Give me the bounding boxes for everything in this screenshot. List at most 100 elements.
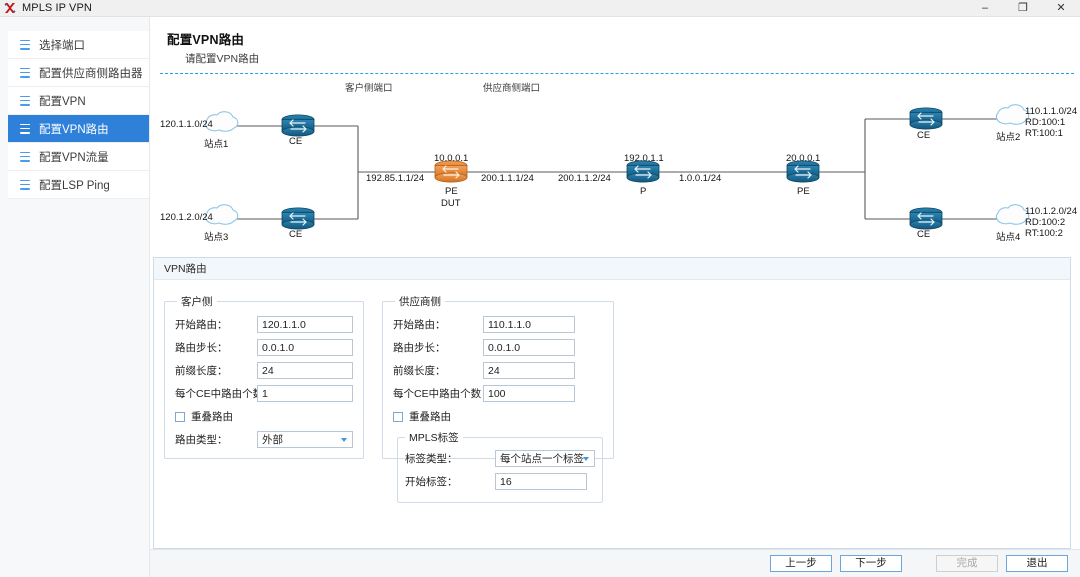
- vpn-panel-title: VPN路由: [154, 258, 1070, 280]
- provider-overlap-route-label: 重叠路由: [409, 411, 451, 423]
- cloud-site1: [204, 111, 239, 132]
- router-ce-left-top: [281, 114, 315, 137]
- minimize-button[interactable]: –: [981, 2, 989, 14]
- list-icon: [20, 151, 30, 162]
- sidebar-item-label: 配置VPN流量: [39, 151, 109, 164]
- start-label-row: 开始标签：: [405, 472, 595, 491]
- header-divider: [160, 73, 1074, 74]
- list-icon: [20, 179, 30, 190]
- router-ce-left-bottom: [281, 207, 315, 230]
- provider-port-label: 供应商侧端口: [483, 83, 541, 94]
- sidebar: 选择端口 配置供应商侧路由器 配置VPN 配置VPN路由 配置VPN流量 配置L…: [0, 17, 150, 577]
- provider-route-step-label: 路由步长：: [393, 342, 446, 354]
- label-type-value: 每个站点一个标签: [500, 453, 584, 465]
- provider-start-route-input[interactable]: [483, 316, 575, 333]
- p-label: P: [640, 186, 647, 197]
- pe-right-ip-label: 20.0.0.1: [786, 153, 821, 164]
- provider-start-route-row: 开始路由：: [393, 315, 603, 334]
- provider-prefix-length-input[interactable]: [483, 362, 575, 379]
- site2-name-label: 站点2: [996, 132, 1021, 143]
- content-area: 配置VPN路由 请配置VPN路由: [150, 17, 1080, 577]
- customer-side-legend: 客户侧: [181, 296, 213, 308]
- sidebar-item-config-vpn[interactable]: 配置VPN: [8, 87, 149, 115]
- customer-routes-per-ce-input[interactable]: [257, 385, 353, 402]
- label-type-select[interactable]: 每个站点一个标签: [495, 450, 595, 467]
- topology-svg: [204, 104, 1030, 230]
- pe-dut-sublabel: DUT: [441, 198, 461, 209]
- chevron-down-icon: [583, 456, 589, 461]
- next-step-button[interactable]: 下一步: [840, 555, 902, 572]
- sidebar-item-label: 选择端口: [39, 39, 85, 52]
- customer-prefix-length-label: 前缀长度：: [175, 365, 228, 377]
- provider-routes-per-ce-input[interactable]: [483, 385, 575, 402]
- app-logo-icon: [3, 1, 17, 15]
- label-type-label: 标签类型：: [405, 453, 458, 465]
- customer-route-type-value: 外部: [262, 434, 283, 446]
- provider-routes-per-ce-label: 每个CE中路由个数：: [393, 388, 492, 400]
- provider-start-route-label: 开始路由：: [393, 319, 446, 331]
- customer-start-route-input[interactable]: [257, 316, 353, 333]
- link-pe-to-p-right-label: 200.1.1.2/24: [558, 173, 611, 184]
- pe-dut-label: PE: [445, 186, 458, 197]
- pe-right-label: PE: [797, 186, 810, 197]
- window-controls: – ❐ ✕: [966, 0, 1080, 17]
- list-icon: [20, 95, 30, 106]
- sidebar-item-config-lsp-ping[interactable]: 配置LSP Ping: [8, 171, 149, 199]
- site3-subnet-label: 120.1.2.0/24: [160, 212, 213, 223]
- page-subtitle: 请配置VPN路由: [185, 53, 260, 65]
- customer-route-step-label: 路由步长：: [175, 342, 228, 354]
- site1-subnet-label: 120.1.1.0/24: [160, 119, 213, 130]
- customer-overlap-route-checkbox-row[interactable]: 重叠路由: [175, 407, 353, 426]
- previous-step-button[interactable]: 上一步: [770, 555, 832, 572]
- checkbox-icon[interactable]: [175, 411, 185, 422]
- ce-left-top-label: CE: [289, 136, 303, 147]
- exit-button[interactable]: 退出: [1006, 555, 1068, 572]
- site1-name-label: 站点1: [204, 139, 229, 150]
- cloud-site3: [204, 204, 239, 225]
- provider-side-group: 供应商侧 开始路由： 路由步长： 前缀长度： 每个CE中路由个数：: [382, 294, 614, 503]
- page-title: 配置VPN路由: [167, 33, 245, 47]
- ce-right-bottom-label: CE: [917, 229, 931, 240]
- app-body: 选择端口 配置供应商侧路由器 配置VPN 配置VPN路由 配置VPN流量 配置L…: [0, 17, 1080, 577]
- checkbox-icon[interactable]: [393, 411, 403, 422]
- customer-side-group: 客户侧 开始路由： 路由步长： 前缀长度： 每个CE中路由个数：: [164, 294, 364, 459]
- site4-rd-label: RD:100:2: [1025, 217, 1066, 228]
- sidebar-item-config-vpn-traffic[interactable]: 配置VPN流量: [8, 143, 149, 171]
- sidebar-item-config-vpn-route[interactable]: 配置VPN路由: [8, 115, 149, 143]
- customer-prefix-length-input[interactable]: [257, 362, 353, 379]
- customer-route-step-input[interactable]: [257, 339, 353, 356]
- mpls-label-legend: MPLS标签: [409, 432, 459, 444]
- provider-route-step-input[interactable]: [483, 339, 575, 356]
- customer-start-route-row: 开始路由：: [175, 315, 353, 334]
- label-type-row: 标签类型： 每个站点一个标签: [405, 449, 595, 468]
- list-icon: [20, 67, 30, 78]
- site2-rd-label: RD:100:1: [1025, 117, 1066, 128]
- start-label-input[interactable]: [495, 473, 587, 490]
- ce-right-top-label: CE: [917, 130, 931, 141]
- router-ce-right-top: [909, 107, 943, 130]
- site3-name-label: 站点3: [204, 232, 229, 243]
- provider-prefix-length-row: 前缀长度：: [393, 361, 603, 380]
- customer-port-label: 客户侧端口: [345, 83, 393, 94]
- title-bar: MPLS IP VPN – ❐ ✕: [0, 0, 1080, 17]
- sidebar-item-config-provider-router[interactable]: 配置供应商侧路由器: [8, 59, 149, 87]
- list-icon: [20, 123, 30, 134]
- ce-left-bottom-label: CE: [289, 229, 303, 240]
- link-pe-to-p-left-label: 200.1.1.1/24: [481, 173, 534, 184]
- maximize-button[interactable]: ❐: [1018, 2, 1028, 14]
- cloud-site2: [995, 104, 1030, 125]
- provider-overlap-route-checkbox-row[interactable]: 重叠路由: [393, 407, 603, 426]
- wizard-footer: 上一步 下一步 完成 退出: [150, 549, 1080, 577]
- sidebar-item-label: 配置供应商侧路由器: [39, 67, 143, 80]
- sidebar-item-label: 配置LSP Ping: [39, 179, 110, 192]
- sidebar-item-label: 配置VPN: [39, 95, 86, 108]
- sidebar-item-select-port[interactable]: 选择端口: [8, 31, 149, 59]
- customer-route-type-select[interactable]: 外部: [257, 431, 353, 448]
- cloud-site4: [995, 204, 1030, 225]
- close-button[interactable]: ✕: [1056, 2, 1066, 14]
- provider-routes-per-ce-row: 每个CE中路由个数：: [393, 384, 603, 403]
- site2-rt-label: RT:100:1: [1025, 128, 1063, 139]
- vpn-routing-panel: VPN路由 客户侧 开始路由： 路由步长： 前缀长度：: [153, 257, 1071, 549]
- p-ip-label: 192.0.1.1: [624, 153, 664, 164]
- customer-start-route-label: 开始路由：: [175, 319, 228, 331]
